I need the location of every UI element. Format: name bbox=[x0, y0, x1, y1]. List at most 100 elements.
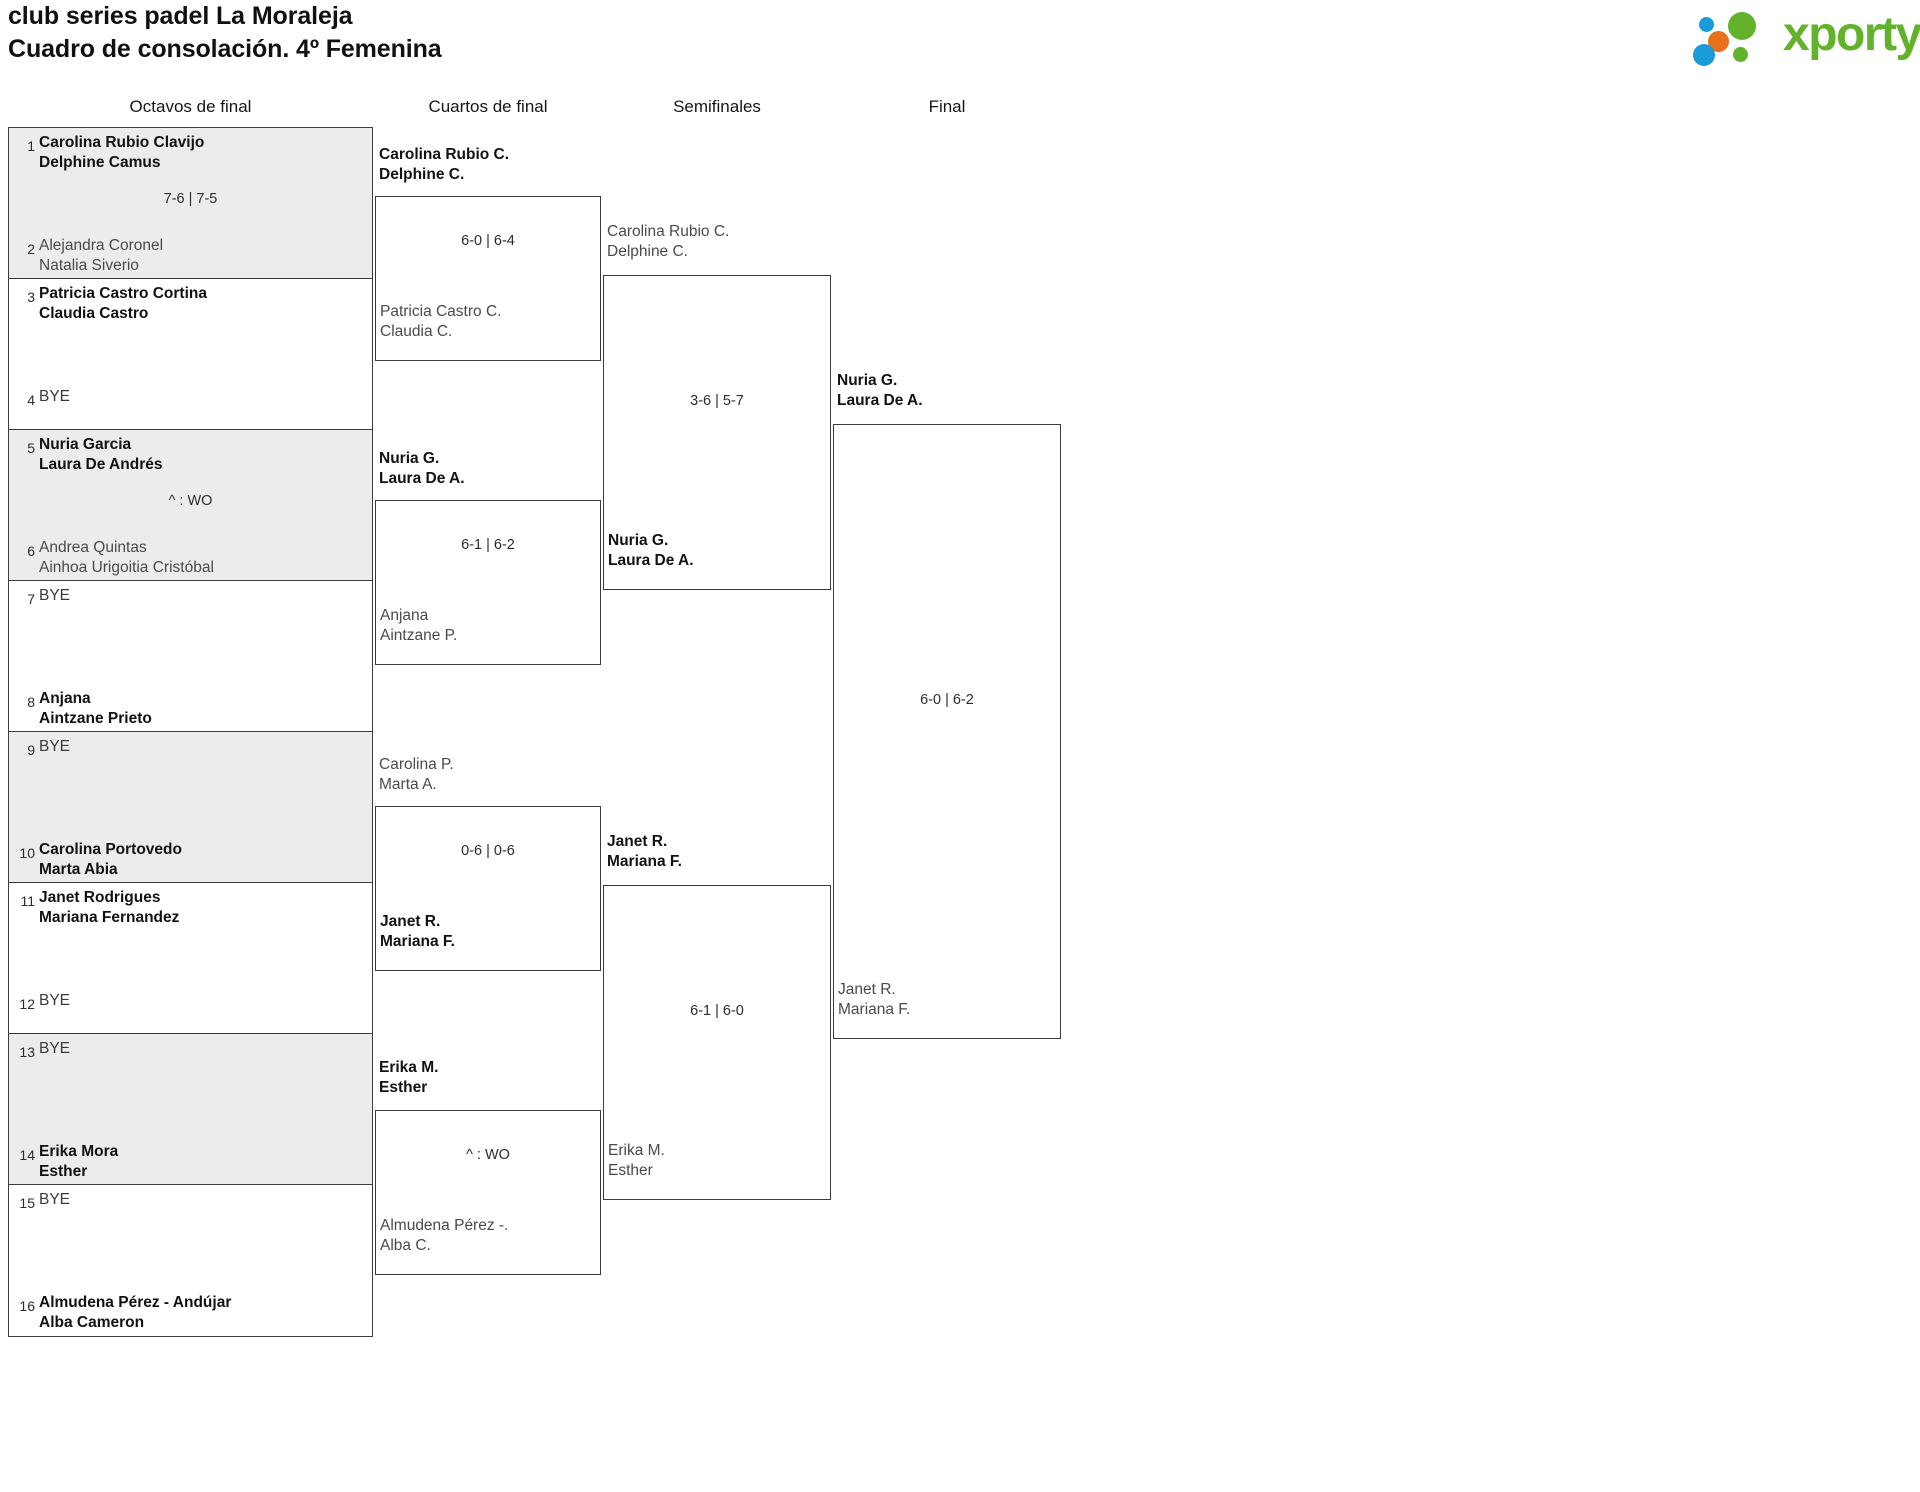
qf2-loser-line2: Aintzane P. bbox=[380, 626, 458, 644]
player-names: BYE bbox=[39, 991, 366, 1011]
qf1-loser: Patricia Castro C. Claudia C. bbox=[380, 302, 501, 341]
qf2-winner-line1: Nuria G. bbox=[379, 450, 440, 467]
qf3-score: 0-6 | 0-6 bbox=[461, 843, 515, 859]
qf2-match-box[interactable]: 6-1 | 6-2 Anjana Aintzane P. bbox=[375, 500, 601, 665]
final-top-player[interactable]: Nuria G. Laura De A. bbox=[837, 371, 923, 410]
player-line1: BYE bbox=[39, 1191, 71, 1208]
sf1-match-box[interactable]: 3-6 | 5-7 Nuria G. Laura De A. bbox=[603, 275, 831, 590]
sf1-top-player[interactable]: Carolina Rubio C. Delphine C. bbox=[607, 222, 729, 261]
qf1-winner[interactable]: Carolina Rubio C. Delphine C. bbox=[379, 145, 509, 184]
qf3-top-line1: Carolina P. bbox=[379, 756, 454, 773]
seed-number: 9 bbox=[27, 742, 35, 758]
round-header-cuartos: Cuartos de final bbox=[428, 97, 548, 116]
final-top-line2: Laura De A. bbox=[837, 391, 923, 409]
sf2-bottom-player: Erika M. Esther bbox=[608, 1141, 665, 1180]
player-names: BYE bbox=[39, 387, 366, 407]
qf4-match-box[interactable]: ^ : WO Almudena Pérez -. Alba C. bbox=[375, 1110, 601, 1275]
seed-number: 15 bbox=[19, 1195, 35, 1211]
qf1-loser-line1: Patricia Castro C. bbox=[380, 303, 502, 320]
qf3-match-box[interactable]: 0-6 | 0-6 Janet R. Mariana F. bbox=[375, 806, 601, 971]
page-title: club series padel La Moraleja Cuadro de … bbox=[8, 0, 442, 66]
sf2-match-box[interactable]: 6-1 | 6-0 Erika M. Esther bbox=[603, 885, 831, 1200]
player-line1: Erika Mora bbox=[39, 1143, 119, 1160]
qf1-winner-line1: Carolina Rubio C. bbox=[379, 146, 510, 163]
sf2-bottom-line1: Erika M. bbox=[608, 1142, 665, 1159]
qf3-bottom-line1: Janet R. bbox=[380, 913, 441, 930]
player-line2: Aintzane Prieto bbox=[39, 709, 152, 727]
seed-number: 7 bbox=[27, 591, 35, 607]
seed-number: 2 bbox=[27, 241, 35, 257]
final-top-line1: Nuria G. bbox=[837, 372, 898, 389]
player-line2: Natalia Siverio bbox=[39, 256, 139, 274]
sf1-bottom-line2: Laura De A. bbox=[608, 551, 694, 569]
sf1-top-line1: Carolina Rubio C. bbox=[607, 223, 730, 240]
final-score: 6-0 | 6-2 bbox=[920, 692, 974, 708]
round-header-semifinales: Semifinales bbox=[673, 97, 761, 116]
seed-number: 16 bbox=[19, 1298, 35, 1314]
qf2-winner[interactable]: Nuria G. Laura De A. bbox=[379, 449, 465, 488]
sf2-bottom-line2: Esther bbox=[608, 1161, 653, 1179]
player-names: BYE bbox=[39, 737, 366, 757]
player-line2: Mariana Fernandez bbox=[39, 908, 180, 926]
seed-number: 8 bbox=[27, 694, 35, 710]
seed-number: 6 bbox=[27, 543, 35, 559]
player-line2: Laura De Andrés bbox=[39, 455, 163, 473]
player-line1: BYE bbox=[39, 1040, 71, 1057]
seed-number: 5 bbox=[27, 440, 35, 456]
final-match-box[interactable]: 6-0 | 6-2 Janet R. Mariana F. bbox=[833, 424, 1061, 1039]
qf3-top-player[interactable]: Carolina P. Marta A. bbox=[379, 755, 454, 794]
seed-number: 10 bbox=[19, 845, 35, 861]
qf2-loser: Anjana Aintzane P. bbox=[380, 606, 457, 645]
player-line1: Anjana bbox=[39, 690, 91, 707]
qf3-top-line2: Marta A. bbox=[379, 775, 437, 793]
sf1-score: 3-6 | 5-7 bbox=[690, 393, 744, 409]
seed-number: 13 bbox=[19, 1044, 35, 1060]
player-line1: Nuria Garcia bbox=[39, 436, 132, 453]
qf4-winner-line1: Erika M. bbox=[379, 1059, 439, 1076]
sf2-top-line1: Janet R. bbox=[607, 833, 668, 850]
qf3-bottom-line2: Mariana F. bbox=[380, 932, 455, 950]
player-line2: Delphine Camus bbox=[39, 153, 161, 171]
bracket-subtitle: Cuadro de consolación. 4º Femenina bbox=[8, 35, 442, 63]
qf4-winner[interactable]: Erika M. Esther bbox=[379, 1058, 438, 1097]
player-line2: Claudia Castro bbox=[39, 304, 149, 322]
qf1-loser-line2: Claudia C. bbox=[380, 322, 453, 340]
xporty-logo: xporty bbox=[1691, 4, 1920, 66]
qf1-match-box[interactable]: 6-0 | 6-4 Patricia Castro C. Claudia C. bbox=[375, 196, 601, 361]
sf2-top-player[interactable]: Janet R. Mariana F. bbox=[607, 832, 682, 871]
logo-dot-orange bbox=[1708, 31, 1729, 52]
seed-number: 1 bbox=[27, 138, 35, 154]
final-bottom-line1: Janet R. bbox=[838, 981, 896, 998]
